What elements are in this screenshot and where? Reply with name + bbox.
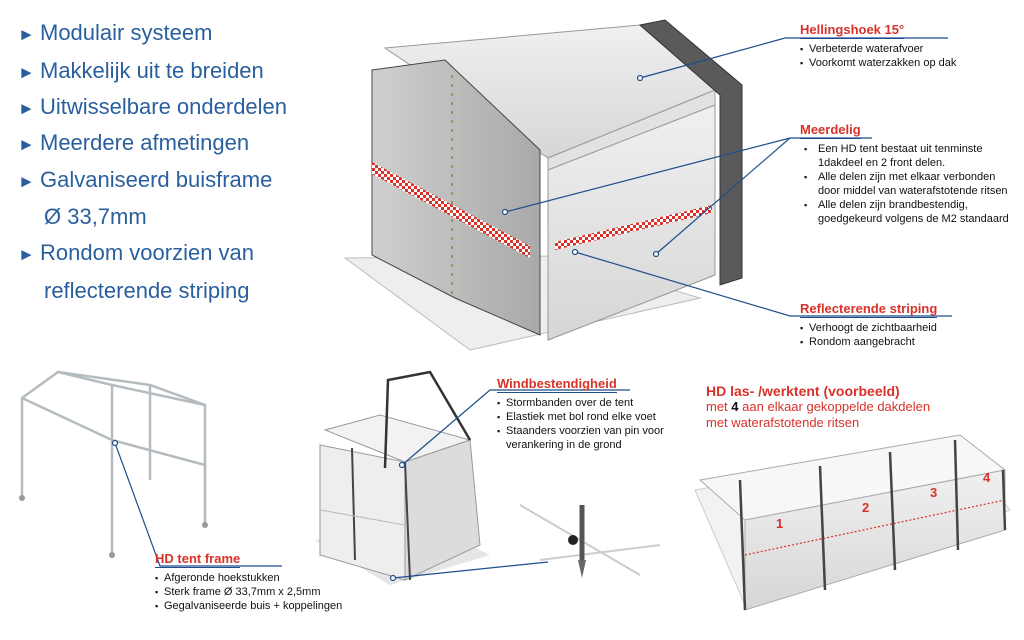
front-panel-left <box>371 59 541 336</box>
list-item: Verbeterde waterafvoer <box>800 42 956 56</box>
werktent-title: HD las- /werktent (voorbeeld) <box>706 383 900 399</box>
list-item: Alle delen zijn brandbestendig, goedgeke… <box>800 198 1010 226</box>
callout-title: Reflecterende striping <box>800 301 938 318</box>
feature-item: ►Galvaniseerd buisframe <box>18 167 272 195</box>
list-item: Rondom aangebracht <box>800 335 937 349</box>
callout-title: Meerdelig <box>800 122 861 139</box>
segment-label: 1 <box>776 516 783 531</box>
anchor-pin-detail <box>519 504 661 578</box>
callout-hellingshoek: Hellingshoek 15° Verbeterde waterafvoer … <box>800 21 956 70</box>
reflective-stripe-left <box>372 162 530 258</box>
reflective-stripe <box>555 205 712 250</box>
list-item: Staanders voorzien van pin voor veranker… <box>497 424 677 452</box>
arrow-bullet-icon: ► <box>18 245 35 264</box>
arrow-bullet-icon: ► <box>18 63 35 82</box>
feature-item: ►Makkelijk uit te breiden <box>18 58 264 86</box>
frame-drawing <box>19 370 208 558</box>
feature-item: ►Rondom voorzien van <box>18 240 254 268</box>
callout-title: Hellingshoek 15° <box>800 22 905 39</box>
feature-item: ►Uitwisselbare onderdelen <box>18 94 287 122</box>
list-item: Elastiek met bol rond elke voet <box>497 410 677 424</box>
list-item: Alle delen zijn met elkaar verbonden doo… <box>800 170 1010 198</box>
feature-continuation: Ø 33,7mm <box>44 204 147 229</box>
arrow-bullet-icon: ► <box>18 25 35 44</box>
arrow-bullet-icon: ► <box>18 135 35 154</box>
arrow-bullet-icon: ► <box>18 172 35 191</box>
feature-item: ►Modulair systeem <box>18 20 212 48</box>
leader-dots <box>111 74 660 582</box>
werktent-drawing <box>694 434 1011 611</box>
callout-list: Afgeronde hoekstukken Sterk frame Ø 33,7… <box>155 571 365 613</box>
segment-label: 4 <box>983 470 991 485</box>
callout-windbestendigheid: Windbestendigheid Stormbanden over de te… <box>497 375 677 452</box>
arrow-bullet-icon: ► <box>18 99 35 118</box>
segment-label: 2 <box>862 500 869 515</box>
werktent-caption: HD las- /werktent (voorbeeld) met 4 aan … <box>706 383 1006 431</box>
callout-title: Windbestendigheid <box>497 376 617 393</box>
callout-list: Een HD tent bestaat uit tenminste 1dakde… <box>800 142 1010 226</box>
callout-list: Stormbanden over de tent Elastiek met bo… <box>497 396 677 452</box>
segment-label: 3 <box>930 485 937 500</box>
list-item: Afgeronde hoekstukken <box>155 571 365 585</box>
callout-meerdelig: Meerdelig Een HD tent bestaat uit tenmin… <box>800 121 1010 226</box>
werktent-line1: met 4 aan elkaar gekoppelde dakdelen <box>706 399 931 414</box>
callout-hd-tent-frame: HD tent frame Afgeronde hoekstukken Ster… <box>155 550 365 613</box>
list-item: Verhoogt de zichtbaarheid <box>800 321 937 335</box>
wind-tent-drawing <box>315 370 490 585</box>
front-panel-rear <box>638 19 743 286</box>
feature-continuation: reflecterende striping <box>44 278 250 303</box>
list-item: Voorkomt waterzakken op dak <box>800 56 956 70</box>
list-item: Gegalvaniseerde buis + koppelingen <box>155 599 365 613</box>
list-item: Sterk frame Ø 33,7mm x 2,5mm <box>155 585 365 599</box>
list-item: Stormbanden over de tent <box>497 396 677 410</box>
callout-title: HD tent frame <box>155 551 241 568</box>
feature-item: ►Meerdere afmetingen <box>18 130 249 158</box>
main-tent-drawing <box>343 19 743 351</box>
callout-list: Verhoogt de zichtbaarheid Rondom aangebr… <box>800 321 937 349</box>
callout-list: Verbeterde waterafvoer Voorkomt waterzak… <box>800 42 956 70</box>
list-item: Een HD tent bestaat uit tenminste 1dakde… <box>800 142 1010 170</box>
callout-striping: Reflecterende striping Verhoogt de zicht… <box>800 300 938 349</box>
werktent-line2: met waterafstotende ritsen <box>706 415 860 430</box>
